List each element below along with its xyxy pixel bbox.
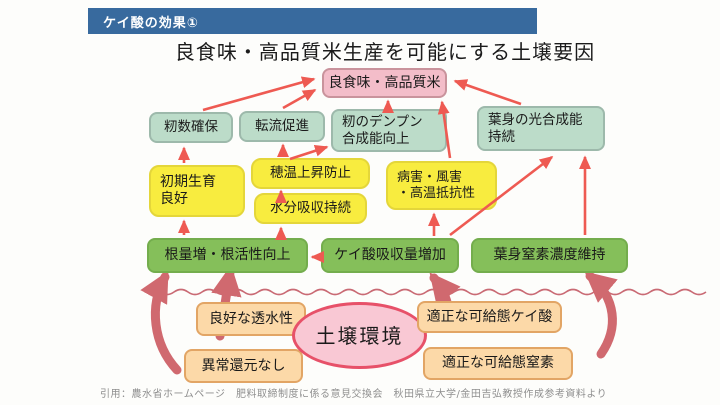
node-available-nitrogen: 適正な可給態窒素	[423, 347, 573, 380]
page-title: 良食味・高品質米生産を可能にする土壌要因	[174, 40, 596, 64]
node-available-silica: 適正な可給態ケイ酸	[417, 301, 562, 333]
node-permeability: 良好な透水性	[196, 302, 306, 336]
thick-arrow-soil-to-leaf-nitrogen	[584, 271, 618, 359]
node-starch-synthesis: 籾のデンプン 合成能向上	[331, 109, 447, 152]
slide-header-title: ケイ酸の効果①	[103, 15, 199, 31]
node-root-growth: 根量増・根活性向上	[147, 238, 308, 273]
node-stress-resistance: 病害・風害 ・高温抵抗性	[386, 161, 497, 210]
node-leaf-nitrogen: 葉身窒素濃度維持	[471, 238, 628, 273]
node-silica-uptake: ケイ酸吸収量増加	[321, 238, 459, 273]
citation-text: 引用：農水省ホームページ 肥料取締制度に係る意見交換会 秋田県立大学/金田吉弘教…	[100, 389, 608, 400]
slide-header-bar: ケイ酸の効果①	[88, 8, 537, 34]
node-soil-environment: 土壌環境	[292, 302, 427, 369]
node-water-absorption: 水分吸収持続	[254, 193, 367, 224]
node-grain-count: 籾数確保	[149, 112, 233, 143]
node-quality-rice: 良食味・高品質米	[322, 68, 447, 98]
node-panicle-temp: 穂温上昇防止	[251, 158, 370, 189]
node-photosynthesis: 葉身の光合成能 持続	[477, 106, 605, 151]
node-no-abnormal-reduction: 異常還元なし	[184, 349, 303, 383]
thick-arrow-soil-to-root-left	[140, 270, 182, 375]
node-translocation: 転流促進	[239, 111, 325, 142]
node-early-growth: 初期生育 良好	[149, 165, 245, 217]
